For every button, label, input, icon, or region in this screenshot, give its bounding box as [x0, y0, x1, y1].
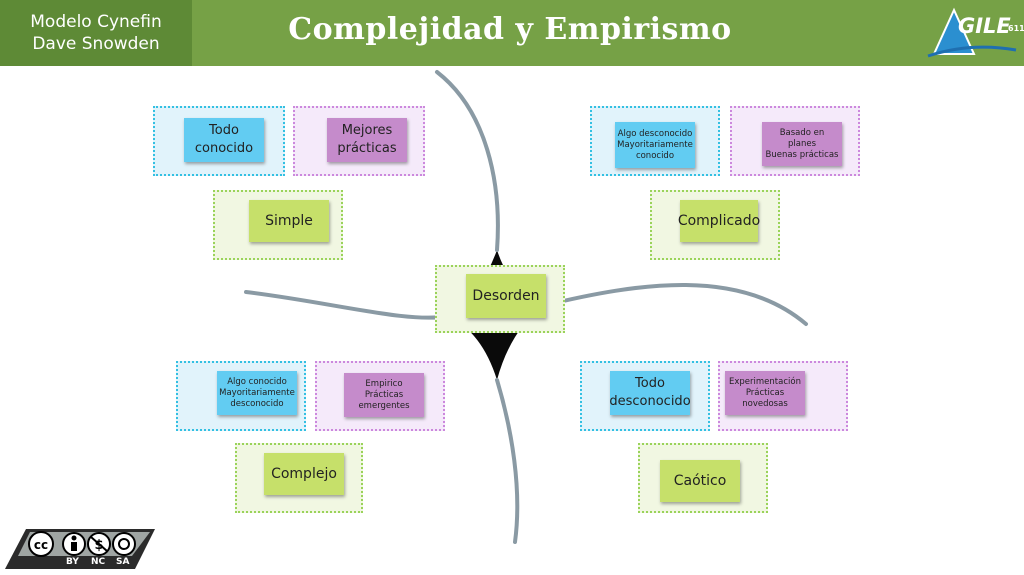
boundary-left [244, 290, 450, 320]
boundary-right [540, 283, 808, 326]
complicated-knowledge-note: Algo desconocido Mayoritariamente conoci… [615, 122, 695, 168]
model-name: Modelo Cynefin [30, 12, 162, 32]
svg-text:$: $ [94, 538, 103, 553]
cc-license-badge: cc $ BY NC SA [4, 528, 156, 570]
logo-suffix: 611 [1008, 24, 1024, 33]
chaotic-practice-note: Experimentación Prácticas novedosas [725, 371, 805, 415]
model-caption: Modelo Cynefin Dave Snowden [0, 0, 192, 66]
simple-domain-label: Simple [249, 200, 329, 242]
complicated-practice-note: Basado en planes Buenas prácticas [762, 122, 842, 166]
agile-logo-icon [927, 7, 1017, 58]
chaotic-domain-label: Caótico [660, 460, 740, 502]
svg-text:cc: cc [34, 538, 48, 552]
chaotic-knowledge-note: Todo desconocido [609, 371, 691, 415]
header-bar: Modelo Cynefin Dave Snowden Complejidad … [0, 0, 1024, 66]
boundary-top [435, 70, 500, 252]
complicated-domain-label: Complicado [678, 200, 760, 242]
cc-by-label: BY [66, 557, 79, 567]
complex-knowledge-note: Algo conocido Mayoritariamente desconoci… [217, 371, 297, 415]
complex-domain-label: Complejo [264, 453, 344, 495]
cc-by-nc-sa-icon: cc $ [5, 529, 155, 569]
agile-logo: GILE 611 [924, 2, 1024, 64]
cc-nc-label: NC [91, 557, 106, 567]
boundary-bottom [495, 378, 520, 544]
logo-text: GILE [958, 14, 1011, 38]
model-author: Dave Snowden [32, 34, 160, 54]
disorder-label: Desorden [466, 274, 546, 318]
complex-practice-note: Empirico Prácticas emergentes [344, 373, 424, 417]
cc-sa-label: SA [116, 557, 130, 567]
page-title: Complejidad y Empirismo [288, 12, 732, 47]
simple-knowledge-note: Todo conocido [184, 118, 264, 162]
simple-practice-note: Mejores prácticas [327, 118, 407, 162]
